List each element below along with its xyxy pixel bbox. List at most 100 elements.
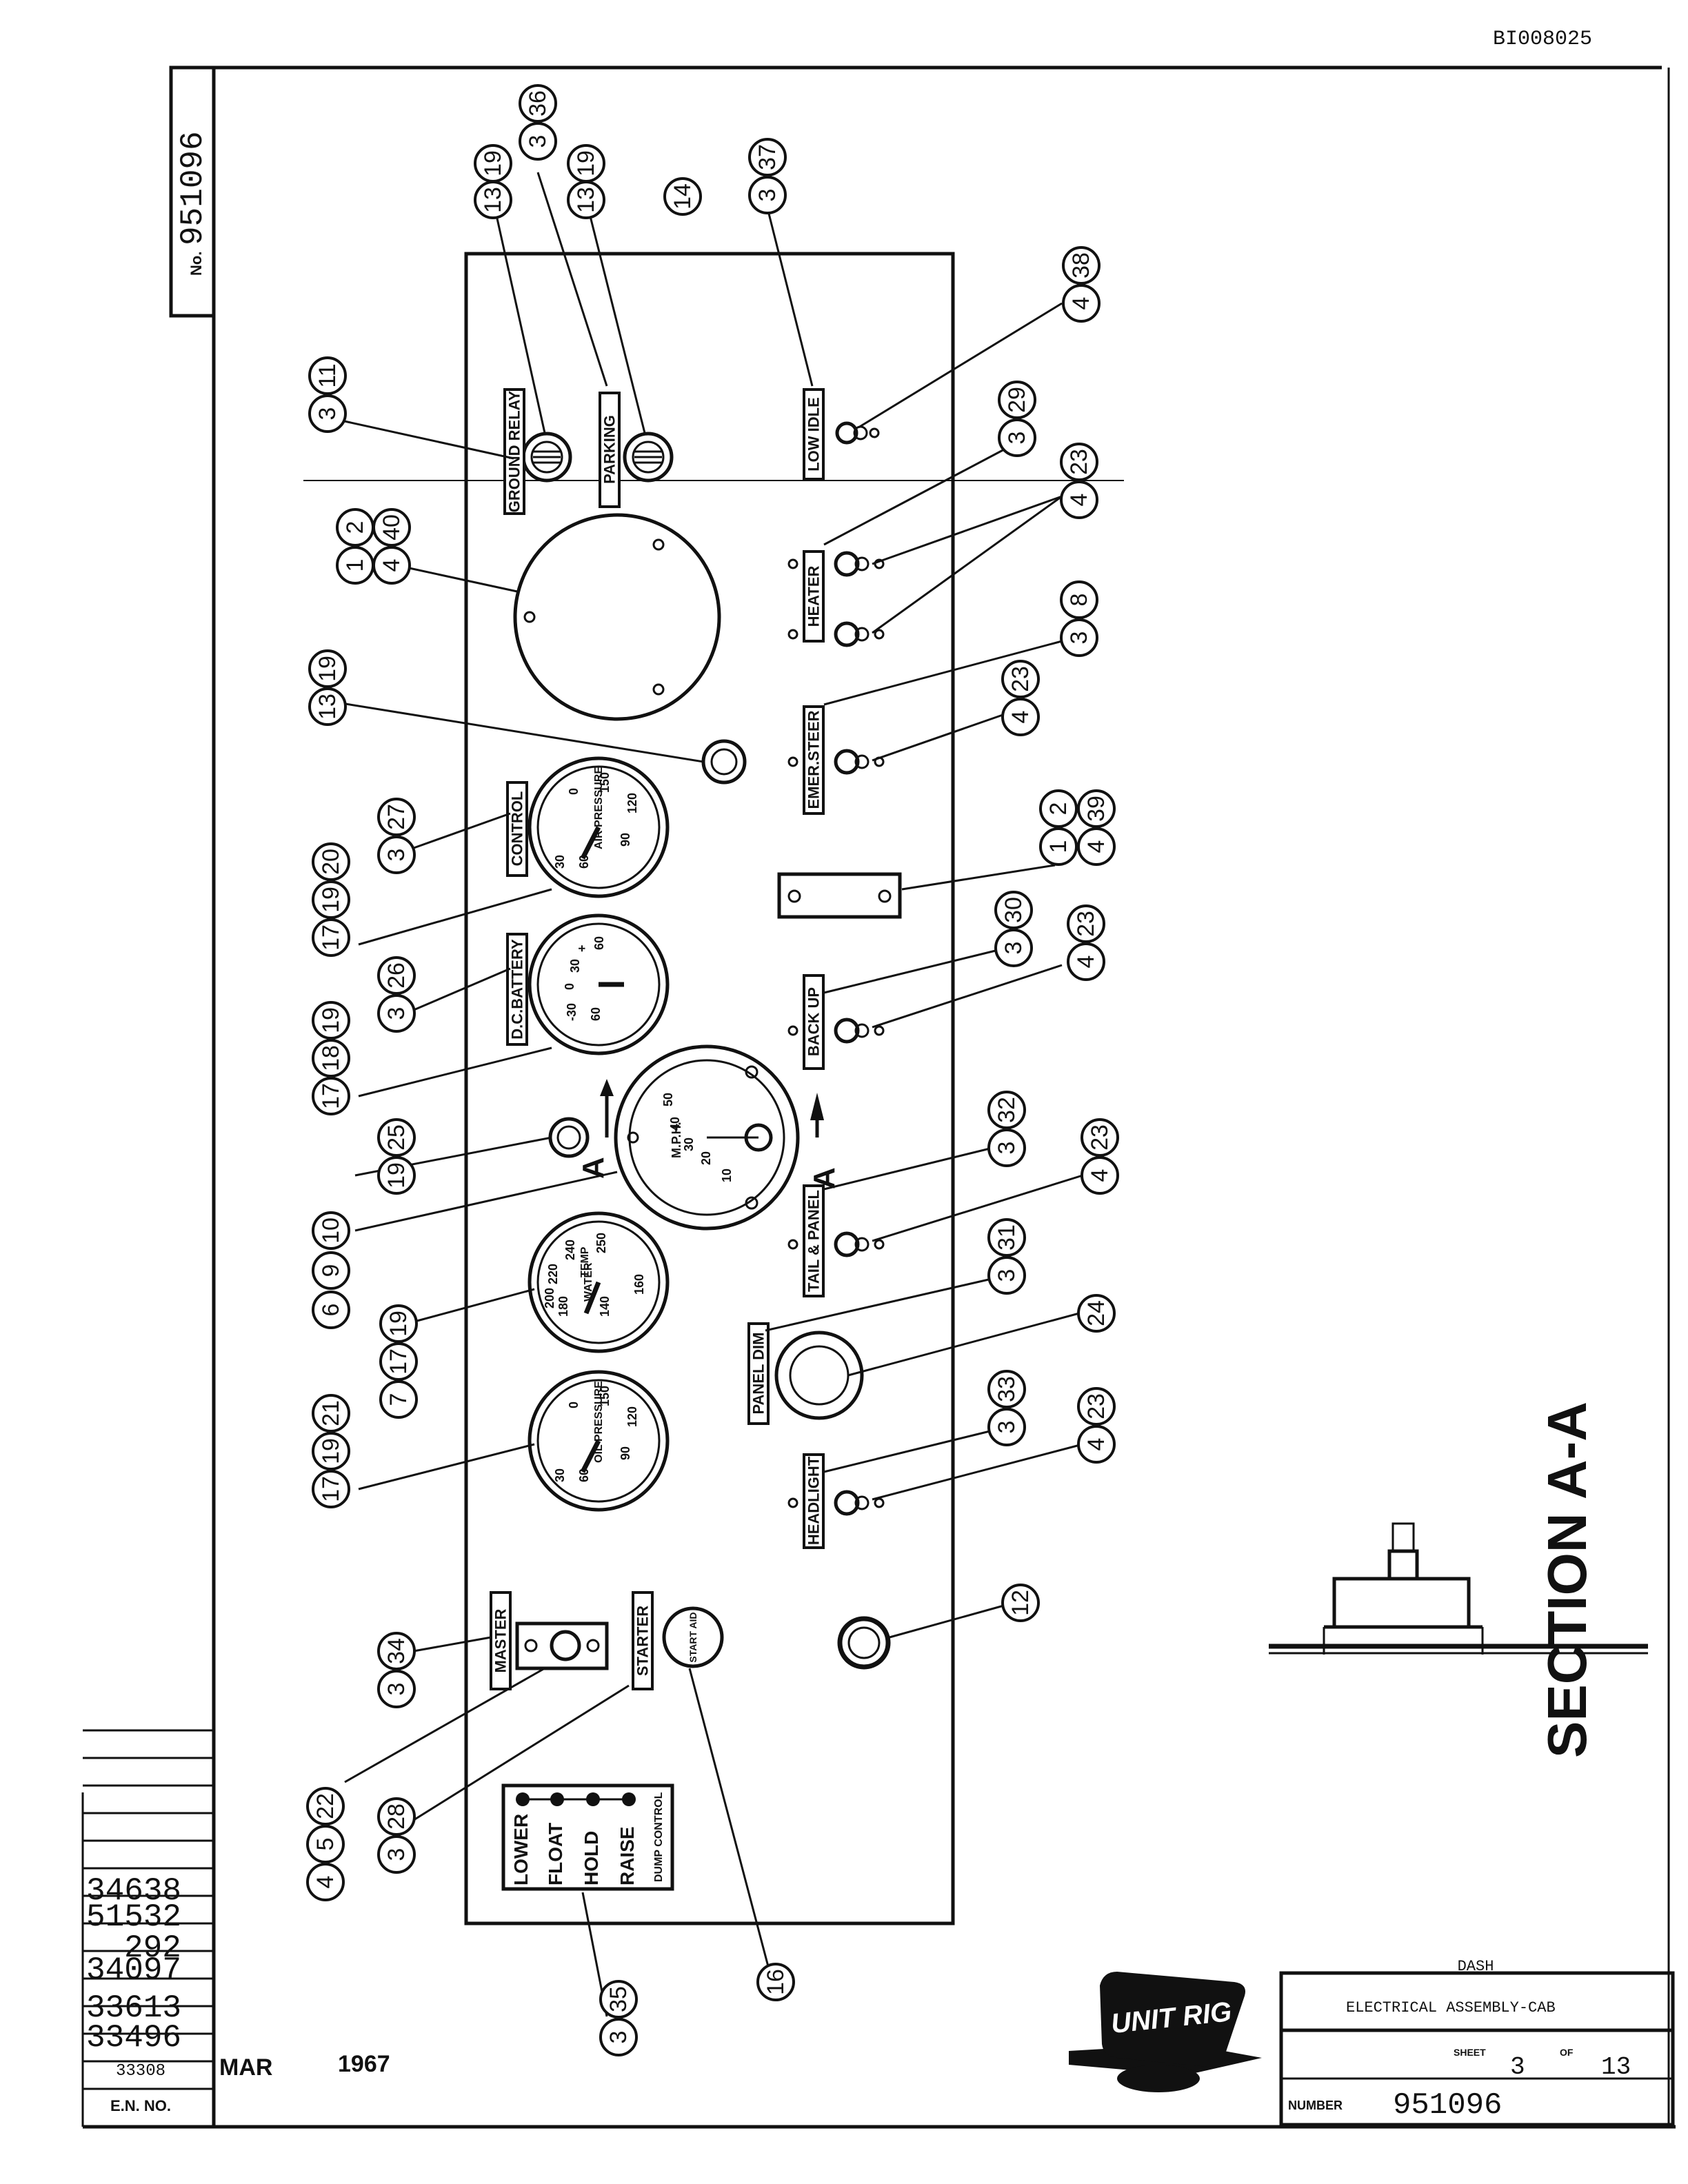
back-up-switch <box>787 1018 885 1044</box>
svg-text:23: 23 <box>1066 449 1092 475</box>
svg-text:34: 34 <box>383 1638 410 1664</box>
svg-text:MASTER: MASTER <box>492 1608 510 1672</box>
svg-text:90: 90 <box>619 1446 632 1460</box>
svg-text:BACK UP: BACK UP <box>805 987 823 1056</box>
svg-text:19: 19 <box>385 1311 412 1337</box>
revision-year: 1967 <box>338 2051 390 2077</box>
ecn-6: 33496 <box>86 2020 181 2056</box>
svg-text:4: 4 <box>379 559 405 572</box>
svg-text:3: 3 <box>994 1269 1020 1282</box>
svg-text:7: 7 <box>385 1393 412 1406</box>
svg-text:35: 35 <box>605 1986 632 2012</box>
balloon-3-32: 3 32 <box>987 1091 1026 1167</box>
balloon-14: 14 <box>663 177 702 216</box>
indicator-ring-12 <box>837 1616 891 1670</box>
svg-text:3: 3 <box>383 849 410 862</box>
balloon-24: 24 <box>1077 1294 1116 1333</box>
balloon-13-19-a: 13 19 <box>474 144 512 219</box>
svg-text:18: 18 <box>318 1045 344 1071</box>
svg-text:9: 9 <box>318 1264 344 1277</box>
balloon-19-25: 19 25 <box>377 1118 416 1195</box>
headlight-plate: HEADLIGHT <box>803 1453 825 1549</box>
svg-text:LOWER: LOWER <box>510 1814 532 1885</box>
svg-text:START AID: START AID <box>687 1612 699 1662</box>
document-id: BI008025 <box>1493 28 1592 51</box>
svg-text:19: 19 <box>480 150 506 176</box>
balloon-6-9-10: 6 9 10 <box>312 1211 350 1329</box>
svg-text:2: 2 <box>1045 802 1072 816</box>
svg-text:TEMP: TEMP <box>579 1246 591 1277</box>
svg-text:3: 3 <box>1004 432 1030 445</box>
control-plate: CONTROL <box>506 781 528 877</box>
revision-block <box>83 1729 214 2090</box>
master-switch <box>515 1621 609 1670</box>
emer-steer-plate: EMER.STEER <box>803 705 825 815</box>
svg-text:37: 37 <box>754 144 781 170</box>
svg-text:HEADLIGHT: HEADLIGHT <box>805 1456 823 1545</box>
balloon-13-19-c: 13 19 <box>308 649 347 726</box>
section-label: SECTION A-A <box>1536 1402 1598 1758</box>
ecn-1: 34638 <box>86 1873 181 1909</box>
balloon-13-19-b: 13 19 <box>567 144 605 219</box>
svg-text:25: 25 <box>383 1124 410 1151</box>
svg-text:STARTER: STARTER <box>634 1606 652 1676</box>
vertical-number: 951096 <box>175 131 211 245</box>
balloon-17-18-19: 17 18 19 <box>312 1001 350 1115</box>
svg-text:21: 21 <box>318 1400 344 1426</box>
svg-text:4: 4 <box>1087 1169 1113 1182</box>
svg-text:11: 11 <box>314 363 341 387</box>
svg-text:28: 28 <box>383 1803 410 1830</box>
svg-text:250: 250 <box>594 1233 608 1253</box>
svg-text:33: 33 <box>994 1376 1020 1402</box>
svg-text:38: 38 <box>1068 252 1094 279</box>
svg-text:50: 50 <box>661 1093 675 1106</box>
svg-text:4: 4 <box>1083 840 1109 853</box>
svg-text:30: 30 <box>553 1468 567 1482</box>
unit-rig-logo: UNIT RIG <box>1069 1972 1262 2092</box>
balloon-3-30: 3 30 <box>994 891 1033 967</box>
ground-relay-plate: GROUND RELAY <box>503 388 525 515</box>
parking-light <box>623 432 674 483</box>
svg-text:13: 13 <box>314 694 341 720</box>
svg-text:12: 12 <box>1007 1590 1034 1616</box>
ecn-2: 51532 <box>86 1899 181 1935</box>
svg-text:CONTROL: CONTROL <box>509 791 526 867</box>
svg-text:0: 0 <box>567 1402 581 1408</box>
svg-text:26: 26 <box>383 962 410 989</box>
balloon-7-17-19: 7 17 19 <box>379 1304 418 1419</box>
svg-text:23: 23 <box>1087 1124 1113 1151</box>
svg-text:39: 39 <box>1083 796 1109 822</box>
svg-text:3: 3 <box>383 1007 410 1020</box>
svg-text:32: 32 <box>994 1097 1020 1123</box>
ecn-label: E.N. NO. <box>110 2097 171 2114</box>
ecn-7: 33308 <box>116 2062 165 2081</box>
svg-text:0: 0 <box>563 983 576 990</box>
svg-text:3: 3 <box>754 189 781 202</box>
svg-text:90: 90 <box>619 833 632 847</box>
balloon-17-19-20: 17 19 20 <box>312 842 350 957</box>
svg-text:17: 17 <box>385 1348 412 1375</box>
svg-text:10: 10 <box>720 1169 734 1182</box>
of-label: OF <box>1560 2047 1574 2058</box>
svg-text:19: 19 <box>318 887 344 913</box>
svg-text:120: 120 <box>625 793 639 813</box>
svg-text:23: 23 <box>1073 911 1099 937</box>
svg-text:140: 140 <box>598 1296 612 1317</box>
balloon-3-33: 3 33 <box>987 1370 1026 1446</box>
cover-plate <box>513 513 721 721</box>
svg-text:19: 19 <box>573 150 599 176</box>
revision-month: MAR <box>219 2054 272 2081</box>
balloon-3-36: 3 36 <box>519 84 557 161</box>
svg-text:23: 23 <box>1083 1393 1109 1419</box>
svg-text:30: 30 <box>553 855 567 869</box>
svg-text:2: 2 <box>342 521 368 534</box>
svg-text:4: 4 <box>1073 956 1099 969</box>
leader-lines <box>341 172 1083 2017</box>
svg-text:19: 19 <box>318 1007 344 1033</box>
panel-dim-plate: PANEL DIM <box>747 1322 770 1425</box>
headlight-switch <box>787 1490 885 1516</box>
indicator-light-left <box>548 1117 590 1158</box>
svg-text:HEATER: HEATER <box>805 565 823 627</box>
svg-text:16: 16 <box>763 1969 789 1995</box>
balloon-3-29: 3 29 <box>998 381 1036 457</box>
